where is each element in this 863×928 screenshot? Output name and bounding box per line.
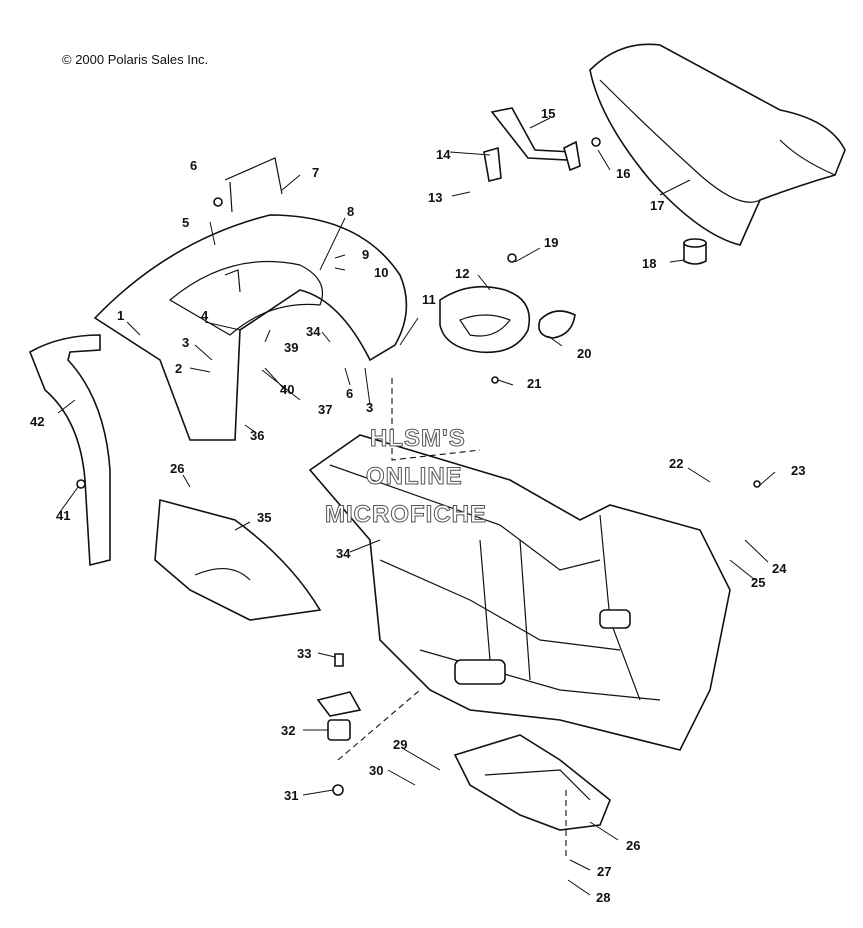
callout-labels: 6 7 5 8 9 10 11 12 13 14 15 16 17 18 19 … [30, 106, 805, 905]
rear-fender [93, 214, 408, 441]
callout-19: 19 [544, 235, 558, 250]
skid-plate [453, 734, 611, 831]
callout-6: 6 [190, 158, 197, 173]
mount-bracket [316, 691, 362, 717]
callout-28: 28 [596, 890, 610, 905]
copyright-text: © 2000 Polaris Sales Inc. [62, 52, 209, 67]
seat-bumper [683, 242, 707, 265]
callout-11: 11 [422, 292, 436, 307]
tail-light-housing [439, 285, 530, 354]
callout-35: 35 [257, 510, 271, 525]
callout-14: 14 [436, 147, 451, 162]
callout-2: 2 [175, 361, 182, 376]
callout-21: 21 [527, 376, 541, 391]
seat [589, 43, 846, 246]
callout-42: 42 [30, 414, 44, 429]
watermark-line-1: HLSM'S [370, 425, 466, 453]
callout-1: 1 [117, 308, 124, 323]
callout-25: 25 [751, 575, 765, 590]
callout-30: 30 [369, 763, 383, 778]
callout-39: 39 [284, 340, 298, 355]
callout-10: 10 [374, 265, 388, 280]
rear-guard [29, 334, 111, 567]
callout-33: 33 [297, 646, 311, 661]
side-panel [154, 498, 322, 621]
callout-23: 23 [791, 463, 805, 478]
callout-20: 20 [577, 346, 591, 361]
callout-5: 5 [182, 215, 189, 230]
callout-18: 18 [642, 256, 656, 271]
callout-31: 31 [284, 788, 298, 803]
callout-36: 36 [250, 428, 264, 443]
callout-7: 7 [312, 165, 319, 180]
callout-41: 41 [56, 508, 70, 523]
seat-latch-bracket [490, 107, 574, 161]
callout-34: 34 [336, 546, 351, 561]
callout-32: 32 [281, 723, 295, 738]
callout-26b: 26 [626, 838, 640, 853]
callout-37: 37 [318, 402, 332, 417]
callout-4: 4 [201, 308, 209, 323]
callout-24: 24 [772, 561, 787, 576]
main-frame [308, 434, 731, 751]
callout-9: 9 [362, 247, 369, 262]
tail-light-lens [538, 310, 576, 339]
callout-16: 16 [616, 166, 630, 181]
callout-12: 12 [455, 266, 469, 281]
callout-3b: 3 [366, 400, 373, 415]
watermark-line-3: MICROFICHE [325, 501, 487, 529]
callout-26a: 26 [170, 461, 184, 476]
callout-29: 29 [393, 737, 407, 752]
fender-bracket [224, 157, 283, 213]
callout-15: 15 [541, 106, 555, 121]
callout-40: 40 [280, 382, 294, 397]
callout-22: 22 [669, 456, 683, 471]
callout-8: 8 [347, 204, 354, 219]
callout-38: 34 [306, 324, 321, 339]
callout-17: 17 [650, 198, 664, 213]
callout-27: 27 [597, 864, 611, 879]
callout-3a: 3 [182, 335, 189, 350]
callout-6b: 6 [346, 386, 353, 401]
callout-13: 13 [428, 190, 442, 205]
rubber-mount [327, 719, 351, 741]
watermark-line-2: ONLINE [366, 463, 463, 491]
